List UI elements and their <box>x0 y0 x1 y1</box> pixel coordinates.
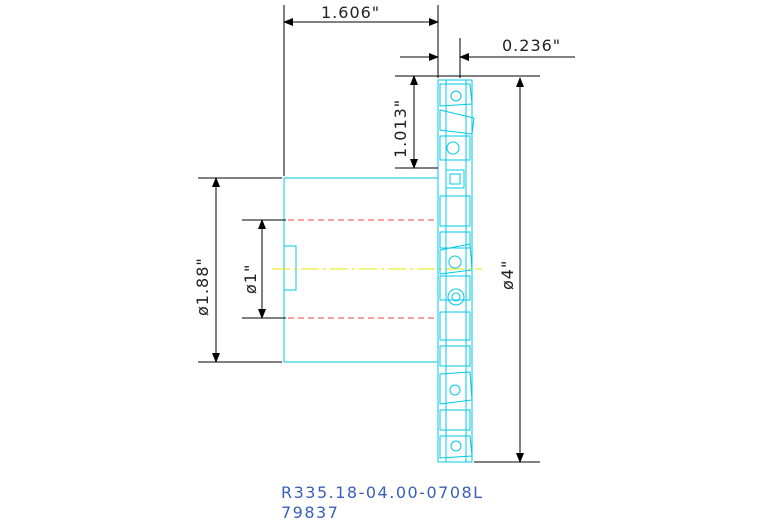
bore-diameter-text: ø1" <box>241 264 260 294</box>
cutter-diameter-text: ø4" <box>498 260 517 290</box>
dim-cutter-diameter <box>474 77 540 463</box>
dim-overall-length <box>283 5 439 176</box>
part-number: R335.18-04.00-0708L <box>281 483 484 502</box>
dim-hub-diameter <box>198 177 282 363</box>
cutter-inserts <box>439 83 475 459</box>
dim-cutter-width <box>400 38 575 78</box>
hub-outline <box>283 167 439 363</box>
bore-hidden-lines <box>288 219 436 319</box>
dim-center-offset <box>395 75 540 169</box>
dim-bore-diameter <box>242 219 286 319</box>
hub-diameter-text: ø1.88" <box>193 257 212 316</box>
cutter-width-text: 0.236" <box>502 36 561 55</box>
item-number: 79837 <box>281 503 339 522</box>
center-offset-text: 1.013" <box>391 99 410 158</box>
overall-length-text: 1.606" <box>321 3 380 22</box>
